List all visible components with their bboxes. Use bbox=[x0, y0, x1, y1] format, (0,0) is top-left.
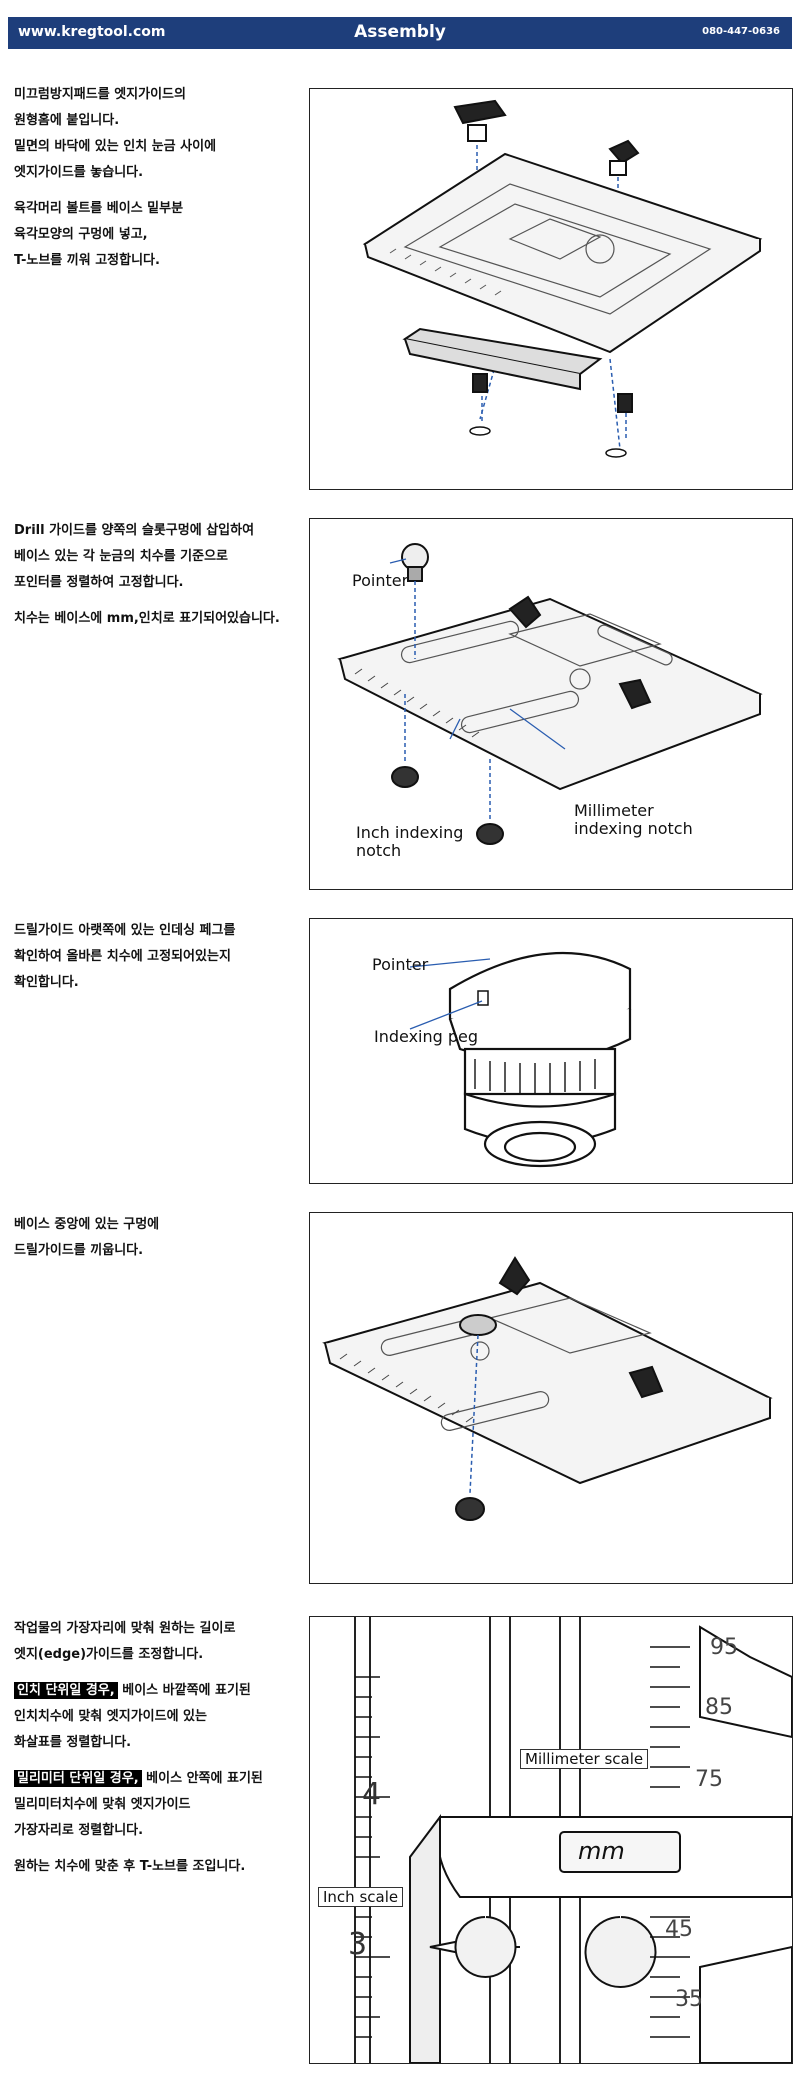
header-bar: www.kregtool.com Assembly 080-447-0636 bbox=[8, 17, 792, 49]
mm-tag: mm bbox=[578, 1837, 625, 1865]
step3-illustration: Pointer Indexing peg bbox=[309, 918, 793, 1184]
step5-line: 인치치수에 맞춰 엣지가이드에 있는 bbox=[14, 1709, 207, 1724]
pointer-label: Pointer bbox=[372, 955, 429, 974]
mm-number: 95 bbox=[710, 1635, 738, 1660]
step2-line: 치수는 베이스에 mm,인치로 표기되어있습니다. bbox=[14, 611, 280, 626]
step4-line: 드릴가이드를 끼웁니다. bbox=[14, 1243, 144, 1258]
inch-notch-label-line: notch bbox=[356, 841, 402, 860]
inch-highlight: 인치 단위일 경우, bbox=[14, 1682, 118, 1699]
step1-line: 엣지가이드를 놓습니다. bbox=[14, 165, 144, 180]
mm-notch-label: Millimeter indexing notch bbox=[574, 802, 693, 838]
step1-line: T-노브를 끼워 고정합니다. bbox=[14, 253, 160, 268]
step5-line: 작업물의 가장자리에 맞춰 원하는 길이로 bbox=[14, 1621, 236, 1636]
drill-guide-into-base-drawing bbox=[322, 1256, 773, 1521]
base-plate-exploded-drawing bbox=[362, 99, 763, 458]
inch-number: 4 bbox=[362, 1777, 382, 1812]
phone-number: 080-447-0636 bbox=[702, 26, 780, 37]
step5-illustration: 4 3 95 85 75 45 35 mm Millimeter scale I… bbox=[309, 1616, 793, 2064]
mm-number: 75 bbox=[695, 1767, 723, 1792]
mm-highlight: 밀리미터 단위일 경우, bbox=[14, 1770, 142, 1787]
step1-line: 미끄럼방지패드를 엣지가이드의 bbox=[14, 87, 186, 102]
step5-line: 화살표를 정렬합니다. bbox=[14, 1735, 132, 1750]
step5-text: 작업물의 가장자리에 맞춰 원하는 길이로 엣지(edge)가이드를 조정합니다… bbox=[14, 1616, 299, 1890]
step5-line: 밀리미터치수에 맞춰 엣지가이드 bbox=[14, 1797, 191, 1812]
step5-line: 원하는 치수에 맞춘 후 T-노브를 조입니다. bbox=[14, 1859, 246, 1874]
mm-number: 85 bbox=[705, 1695, 733, 1720]
step1-line: 육각모양의 구멍에 넣고, bbox=[14, 227, 148, 242]
mm-number: 35 bbox=[675, 1987, 703, 2012]
step3-line: 드릴가이드 아랫쪽에 있는 인데싱 페그를 bbox=[14, 923, 236, 938]
step1-line: 밑면의 바닥에 있는 인치 눈금 사이에 bbox=[14, 139, 217, 154]
step1-line: 육각머리 볼트를 베이스 밑부분 bbox=[14, 201, 184, 216]
step4-line: 베이스 중앙에 있는 구멍에 bbox=[14, 1217, 160, 1232]
step2-line: 베이스 있는 각 눈금의 치수를 기준으로 bbox=[14, 549, 228, 564]
step3-line: 확인하여 올바른 치수에 고정되어있는지 bbox=[14, 949, 231, 964]
step3-line: 확인합니다. bbox=[14, 975, 79, 990]
step4-text: 베이스 중앙에 있는 구멍에 드릴가이드를 끼웁니다. bbox=[14, 1212, 299, 1274]
indexing-peg-label: Indexing peg bbox=[374, 1027, 479, 1046]
pointer-label: Pointer bbox=[352, 571, 409, 590]
page-title: Assembly bbox=[354, 22, 446, 42]
step2-text: Drill 가이드를 양쪽의 슬롯구멍에 삽입하여 베이스 있는 각 눈금의 치… bbox=[14, 518, 299, 642]
inch-notch-label-line: Inch indexing bbox=[356, 823, 464, 842]
step3-text: 드릴가이드 아랫쪽에 있는 인데싱 페그를 확인하여 올바른 치수에 고정되어있… bbox=[14, 918, 299, 1006]
step5-line: 베이스 바깥쪽에 표기된 bbox=[117, 1683, 251, 1698]
millimeter-scale-label: Millimeter scale bbox=[520, 1749, 649, 1769]
step2-line: Drill 가이드를 양쪽의 슬롯구멍에 삽입하여 bbox=[14, 523, 255, 538]
step2-illustration: Pointer Inch indexing notch Millimeter i… bbox=[309, 518, 793, 890]
mm-number: 45 bbox=[665, 1917, 693, 1942]
step5-line: 엣지(edge)가이드를 조정합니다. bbox=[14, 1647, 204, 1662]
step5-line: 베이스 안쪽에 표기된 bbox=[141, 1771, 263, 1786]
step5-line: 가장자리로 정렬합니다. bbox=[14, 1823, 144, 1838]
drill-guide-closeup-drawing bbox=[409, 951, 632, 1168]
step2-line: 포인터를 정렬하여 고정합니다. bbox=[14, 575, 184, 590]
inch-number: 3 bbox=[348, 1927, 368, 1962]
drill-guide-on-base-drawing bbox=[337, 543, 763, 845]
inch-notch-label: Inch indexing notch bbox=[356, 824, 463, 860]
mm-notch-label-line: indexing notch bbox=[574, 819, 693, 838]
step1-text: 미끄럼방지패드를 엣지가이드의 원형홈에 붙입니다. 밑면의 바닥에 있는 인치… bbox=[14, 82, 299, 284]
mm-notch-label-line: Millimeter bbox=[574, 801, 654, 820]
site-url[interactable]: www.kregtool.com bbox=[18, 24, 166, 40]
step1-line: 원형홈에 붙입니다. bbox=[14, 113, 120, 128]
scale-closeup-drawing bbox=[354, 1617, 792, 2063]
step1-illustration bbox=[309, 88, 793, 490]
inch-scale-label: Inch scale bbox=[318, 1887, 404, 1907]
step4-illustration bbox=[309, 1212, 793, 1584]
